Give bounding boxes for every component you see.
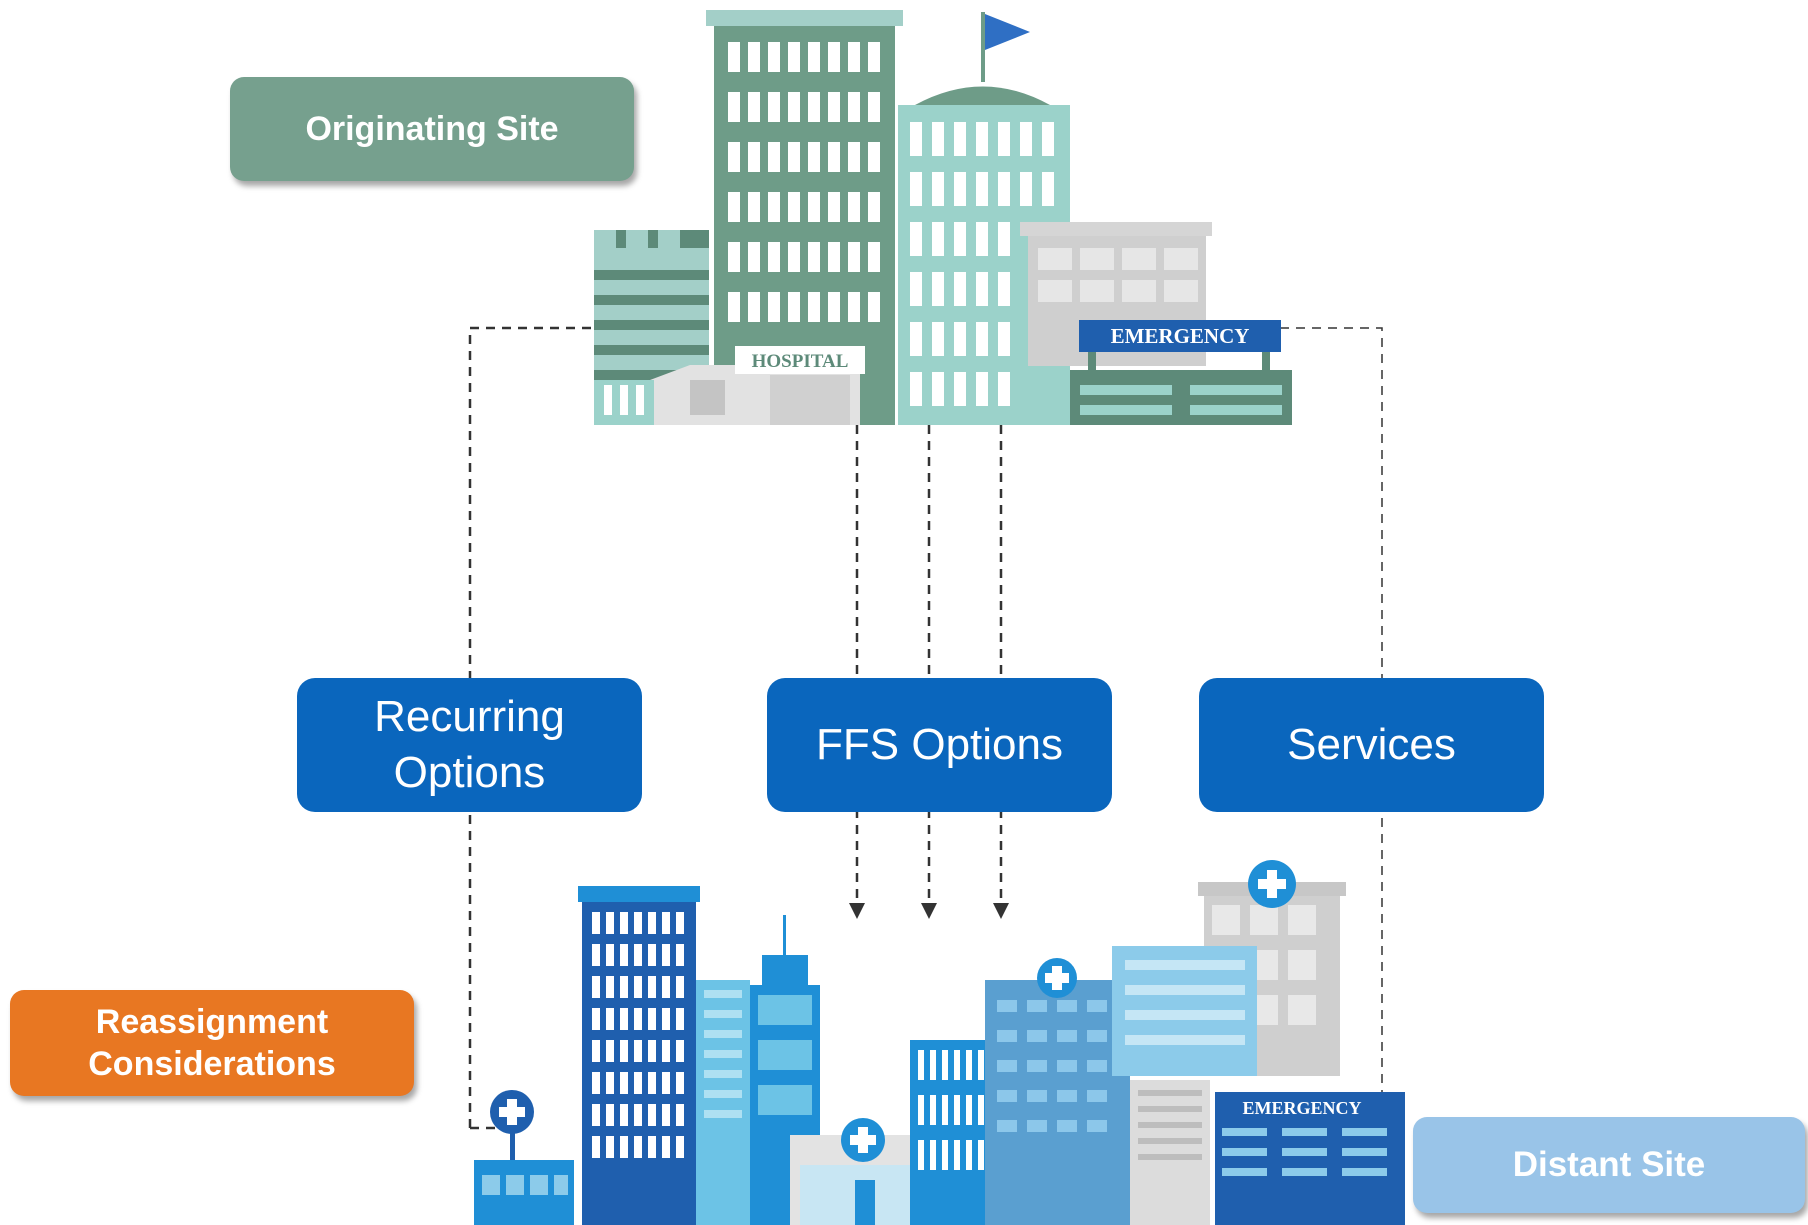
emergency-sign-top: EMERGENCY bbox=[1111, 324, 1250, 348]
arrowheads bbox=[849, 903, 1009, 919]
left-dashed-connector bbox=[468, 326, 594, 1128]
connector-lines bbox=[468, 326, 1383, 1130]
distant-city-illustration: EMERGENCY bbox=[474, 860, 1405, 1225]
medical-cross-icon bbox=[499, 1099, 525, 1125]
right-dotted-connector bbox=[1280, 327, 1383, 1128]
reassignment-considerations-label: Reassignment Considerations bbox=[10, 990, 414, 1096]
hospital-sign: HOSPITAL bbox=[752, 351, 849, 372]
medical-cross-icon bbox=[1045, 966, 1069, 990]
emergency-sign-bottom: EMERGENCY bbox=[1242, 1098, 1361, 1118]
arrowhead-icon bbox=[849, 903, 865, 919]
arrowhead-icon bbox=[921, 903, 937, 919]
services-button[interactable]: Services bbox=[1199, 678, 1544, 812]
recurring-options-button[interactable]: Recurring Options bbox=[297, 678, 642, 812]
arrowhead-icon bbox=[993, 903, 1009, 919]
originating-site-label: Originating Site bbox=[230, 77, 634, 181]
originating-hospital-illustration: EMERGENCY HOSPITAL bbox=[594, 10, 1292, 425]
medical-cross-icon bbox=[850, 1127, 876, 1153]
distant-site-label: Distant Site bbox=[1413, 1117, 1805, 1213]
flag-icon bbox=[985, 14, 1030, 50]
medical-cross-icon bbox=[1258, 870, 1286, 898]
ffs-options-button[interactable]: FFS Options bbox=[767, 678, 1112, 812]
